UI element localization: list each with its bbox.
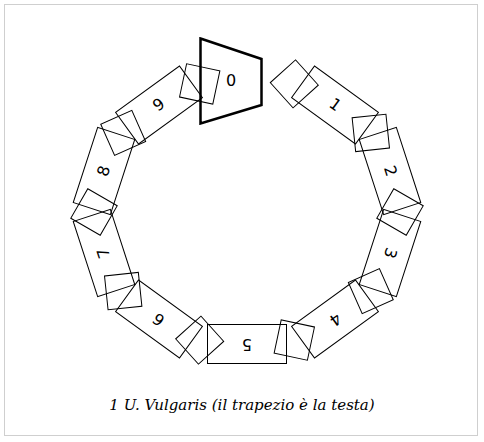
body-segment: 7 <box>73 209 136 297</box>
segment-number: 1 <box>326 96 344 115</box>
joint-square <box>71 189 117 235</box>
segment-number: 3 <box>380 245 398 260</box>
trapezoid-shape <box>201 39 262 124</box>
body-segment: 8 <box>73 127 136 215</box>
segment-number: 8 <box>95 164 113 179</box>
body-segment: 5 <box>207 324 287 364</box>
body-segment: 2 <box>358 127 421 215</box>
joint-square <box>105 272 142 309</box>
head-trapezoid: 0 <box>199 37 263 125</box>
joint-square <box>352 114 389 151</box>
joint-square <box>348 269 393 314</box>
segment-number: 9 <box>150 96 168 115</box>
figure-frame <box>4 4 478 436</box>
body-segment: 1 <box>291 66 379 145</box>
joint-square <box>270 60 318 108</box>
body-segment: 9 <box>115 66 203 145</box>
segment-number: 6 <box>150 309 168 328</box>
body-segment: 6 <box>115 279 203 358</box>
joint-square <box>274 320 314 360</box>
segment-number: 7 <box>95 245 113 260</box>
joint-square <box>101 110 146 155</box>
joint-square <box>377 189 423 235</box>
body-segment: 3 <box>358 209 421 297</box>
segment-number: 5 <box>242 336 252 352</box>
figure-caption: 1 U. Vulgaris (il trapezio è la testa) <box>10 396 474 414</box>
body-segment: 4 <box>291 279 379 358</box>
segment-number: 2 <box>380 164 398 179</box>
segment-number: 0 <box>226 73 236 89</box>
segment-number: 4 <box>326 309 344 328</box>
